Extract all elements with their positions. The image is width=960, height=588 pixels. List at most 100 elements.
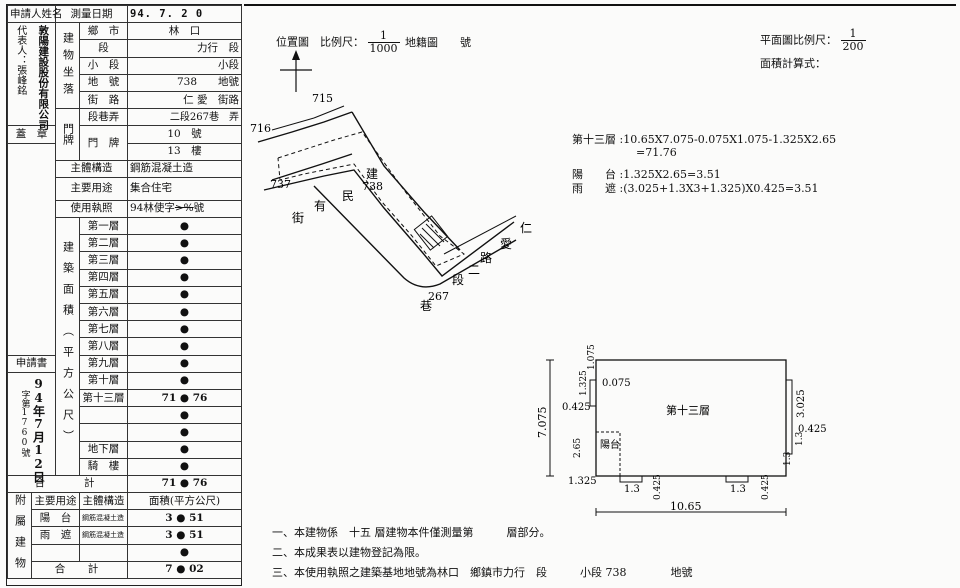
floor-area: 71 ● 76 — [127, 388, 242, 408]
dim-label: 1.3 — [795, 431, 805, 446]
road-char: 段 — [452, 272, 464, 287]
attach-total-label: 合 計 — [31, 560, 128, 580]
lot-number: 738 — [362, 180, 383, 193]
lane-label: 段巷弄 — [79, 108, 128, 127]
floor-label: 第八層 — [79, 337, 128, 356]
area-label: 建築面積（平方公尺） — [61, 241, 75, 452]
building-survey-form: 申請人姓名 測量日期 94. 7. 2 0 代表人：張峰銘 敦陽建設股份有限公司… — [6, 4, 242, 586]
area-calc-label: 面積計算式： — [760, 57, 826, 70]
survey-date: 94. 7. 2 0 — [127, 4, 242, 24]
attach-header-area: 面積(平方公尺) — [127, 492, 242, 511]
dim-label: 7.075 — [536, 407, 549, 439]
road-char: 路 — [480, 250, 492, 265]
total-value: 71 ● 76 — [127, 474, 242, 494]
attach-structure: 鋼筋混凝土造 — [79, 526, 128, 545]
dim-label: 0.425 — [798, 424, 827, 435]
calc-balcony: 陽 台 :1.325X2.65=3.51 — [572, 168, 721, 181]
survey-date-label: 測量日期 — [55, 4, 128, 24]
road-char: 仁 — [520, 221, 532, 235]
floor-label — [79, 423, 128, 442]
floor-area: ● — [127, 423, 242, 442]
lot-value: 738 地號 — [127, 73, 242, 92]
floor-area: ● — [127, 268, 242, 287]
floor-area: ● — [127, 234, 242, 253]
floor-label: 第六層 — [79, 302, 128, 322]
attach-area: 3 ● 51 — [127, 509, 242, 528]
floor-label: 第一層 — [79, 217, 128, 236]
floor-label — [79, 406, 128, 425]
floor-area: ● — [127, 320, 242, 339]
floor-area: ● — [127, 354, 242, 373]
attach-header-use: 主要用途 — [31, 492, 80, 511]
permit-value: 94林使字 — [130, 202, 175, 215]
permit-suffix: 號 — [193, 202, 205, 215]
plan-scale-denominator: 200 — [842, 40, 864, 53]
plate-label: 門 牌 — [79, 125, 128, 161]
dim-label: 10.65 — [670, 500, 702, 513]
attach-area: ● — [127, 543, 242, 562]
applicant-role: 代表人：張峰銘 — [14, 25, 26, 96]
floor-label: 騎 樓 — [79, 457, 128, 476]
attach-use: 陽 台 — [31, 509, 80, 528]
lot-number: 267 — [428, 290, 449, 303]
attach-use — [31, 543, 80, 562]
dim-label: 1.3 — [783, 451, 793, 466]
subsection-label: 小 段 — [79, 56, 128, 75]
floor-area: ● — [127, 337, 242, 356]
floor-area: ● — [127, 371, 242, 390]
township-value: 林 口 — [127, 22, 242, 41]
building-location-label: 建物坐落 — [61, 31, 75, 100]
applicant-company: 敦陽建設股份有限公司 — [37, 25, 50, 131]
attach-structure: 鋼筋混凝土造 — [79, 509, 128, 528]
floor-number: 13 樓 — [127, 142, 242, 161]
use-label: 主要用途 — [55, 176, 128, 201]
floor-label: 第四層 — [79, 268, 128, 287]
dim-label: 2.65 — [573, 438, 583, 458]
application-label: 申請書 — [7, 354, 56, 373]
use-value: 集合住宅 — [127, 176, 242, 201]
plan-scale-numerator: 1 — [840, 28, 866, 41]
calc-floor13: 第十三層 :10.65X7.075-0.075X1.075-1.325X2.65 — [572, 133, 837, 146]
dim-label: 1.325 — [568, 476, 597, 487]
lot-label: 地 號 — [79, 73, 128, 92]
road-char: 巷 — [420, 299, 432, 313]
structure-label: 主體構造 — [55, 159, 128, 178]
floor-area: ● — [127, 217, 242, 236]
floor-label: 第十三層 — [79, 388, 128, 408]
section-label: 段 — [79, 39, 128, 58]
floor-area: ● — [127, 285, 242, 305]
road-char: 民 — [342, 189, 354, 203]
attach-structure — [79, 543, 128, 562]
township-label: 鄉 市 — [79, 22, 128, 41]
road-char: 二 — [468, 263, 480, 277]
floor-label: 第三層 — [79, 251, 128, 270]
subsection-value: 小段 — [127, 56, 242, 75]
applicant-label: 申請人姓名 — [7, 4, 63, 24]
room-label: 第十三層 — [666, 403, 710, 417]
lot-number: 716 — [250, 122, 271, 135]
street-label: 街 路 — [79, 90, 128, 110]
position-map: 715 716 737 738 267 民 有 街 建 仁 愛 路 二 段 巷 — [250, 50, 532, 313]
door-label: 門牌 — [61, 123, 75, 146]
dim-label: 0.425 — [653, 474, 663, 500]
attach-header-structure: 主體構造 — [79, 492, 128, 511]
dim-label: 0.425 — [761, 474, 771, 500]
floor-area: ● — [127, 251, 242, 270]
road-char: 有 — [314, 199, 326, 213]
lot-number: 715 — [312, 92, 333, 105]
permit-label: 使用執照 — [55, 199, 128, 219]
header-rule — [244, 4, 956, 6]
dim-label: 1.075 — [587, 344, 597, 370]
dim-label: 1.325 — [579, 370, 589, 396]
attach-use: 雨 遮 — [31, 526, 80, 545]
balcony-outline — [595, 431, 621, 477]
road-char: 愛 — [500, 237, 512, 251]
floor-label: 地下層 — [79, 440, 128, 459]
floor-area: ● — [127, 302, 242, 322]
floor-area: ● — [127, 406, 242, 425]
plate-number: 10 號 — [127, 125, 242, 144]
floor-label: 第二層 — [79, 234, 128, 253]
